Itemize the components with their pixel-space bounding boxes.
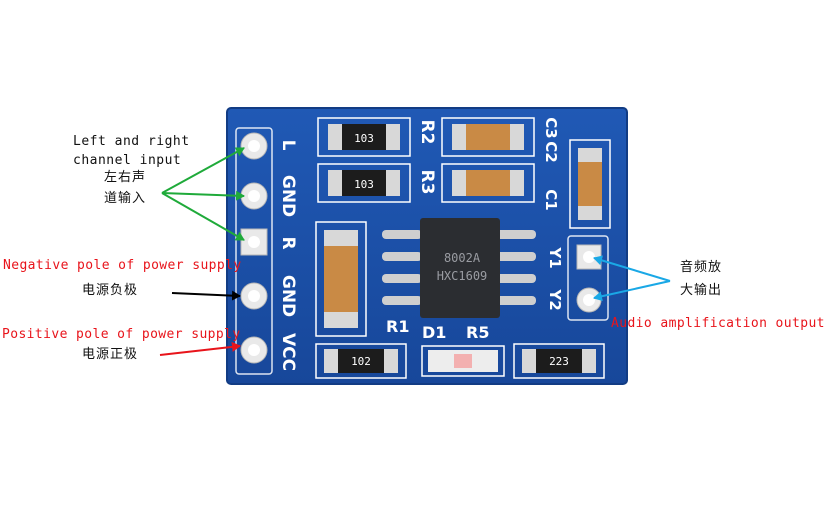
label-r2: R2 [417,120,437,145]
resistor-top-2: 103 [317,163,411,203]
chip-marking-1: 8002A [444,251,481,265]
pin-label-l: L [278,140,298,151]
positive-pole-label-cn: 电源正极 [82,347,139,362]
output-label-cn-2: 大输出 [680,283,723,298]
pin-1 [240,132,268,160]
resistor-bottom-1: 102 [315,343,407,379]
capacitor-c1 [569,139,611,229]
negative-pole-label-cn: 电源负极 [82,283,139,298]
label-r1: R1 [386,317,409,336]
output-label-cn-1: 音频放 [680,260,723,275]
resistor-bottom-2: 223 [513,343,605,379]
resistor-code-2: 103 [354,178,374,191]
pin-label-gnd-2: GND [278,275,298,317]
arrow-negative [171,290,241,301]
input-label-en-1: Left and right [73,134,190,149]
header-pins-left [235,127,273,375]
label-y2: Y2 [546,288,564,310]
arrows-output [593,255,671,302]
input-label-cn-1: 左右声 [104,170,147,185]
pin-label-r: R [278,236,298,249]
input-label-cn-2: 道输入 [104,191,147,206]
input-label-en-2: channel input [73,153,182,168]
label-c2: C2 [542,141,560,162]
pin-label-gnd-1: GND [278,175,298,217]
arrow-positive [159,341,241,356]
capacitor-left [315,221,367,337]
pin-4 [240,282,268,310]
label-c3: C3 [542,117,560,138]
amplifier-chip: 8002A HXC1609 [382,218,536,318]
chip-marking-2: HXC1609 [437,269,488,283]
negative-pole-label-en: Negative pole of power supply [3,258,242,273]
label-d1: D1 [422,323,446,342]
capacitor-c3 [441,163,535,203]
resistor-code-4: 223 [549,355,569,368]
resistor-code-1: 103 [354,132,374,145]
label-c1: C1 [542,189,560,210]
led-d1 [421,345,505,377]
label-r3: R3 [417,170,437,195]
pin-label-vcc: VCC [278,333,298,371]
resistor-code-3: 102 [351,355,371,368]
pin-5 [240,336,268,364]
output-label-en: Audio amplification output [611,316,825,331]
pin-3 [240,228,268,256]
label-y1: Y1 [546,246,564,268]
output-pin-1 [576,244,602,270]
positive-pole-label-en: Positive pole of power supply [2,327,241,342]
resistor-top-1: 103 [317,117,411,157]
capacitor-c2 [441,117,535,157]
label-r5: R5 [466,323,489,342]
output-pin-2 [576,287,602,313]
arrows-input [161,147,245,241]
pin-2 [240,182,268,210]
